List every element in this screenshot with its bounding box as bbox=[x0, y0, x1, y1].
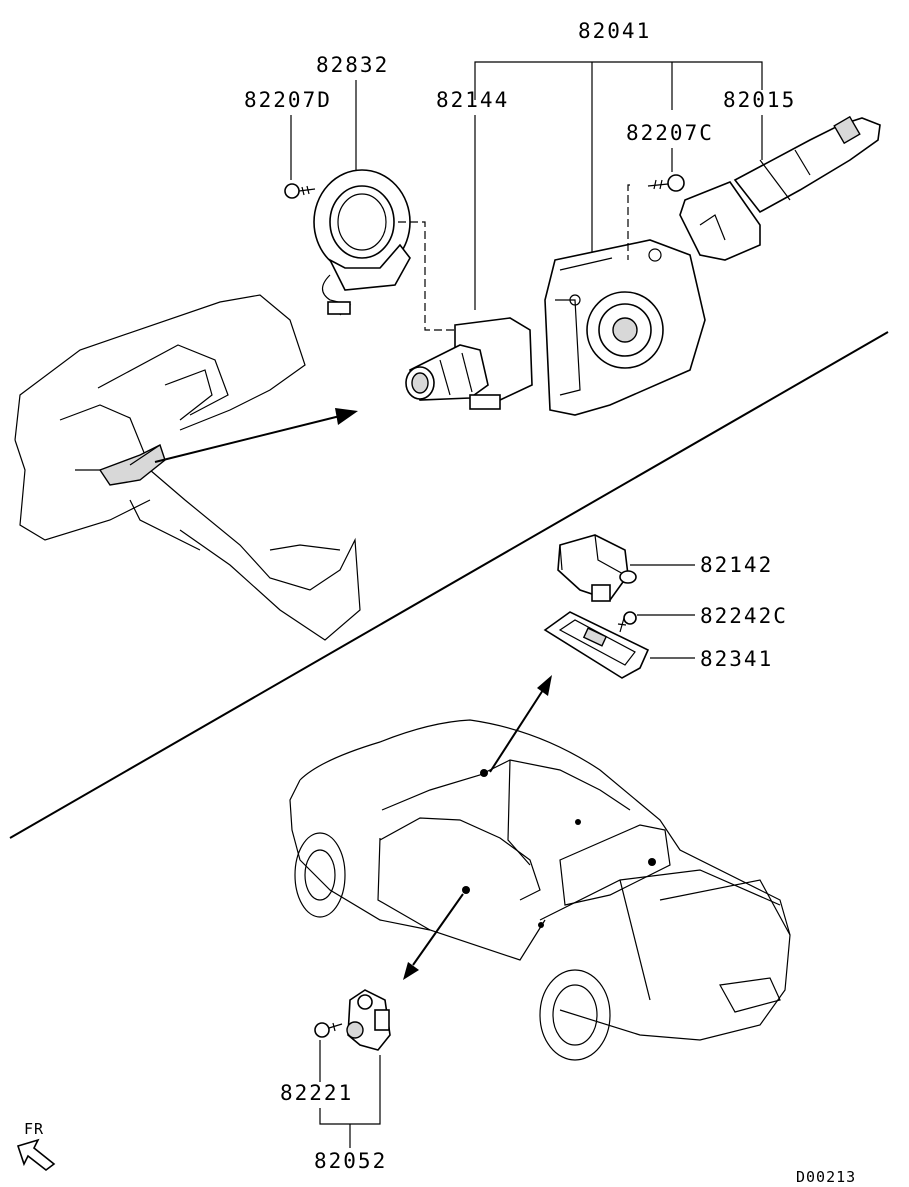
clock-spring-part bbox=[313, 169, 411, 316]
label-82142: 82142 bbox=[700, 553, 773, 577]
callout-82221: 82221 bbox=[280, 1040, 353, 1105]
screw-82242C bbox=[617, 611, 637, 633]
callout-82142: 82142 bbox=[630, 553, 773, 577]
label-82341: 82341 bbox=[700, 647, 773, 671]
pickup-truck-sketch bbox=[289, 719, 791, 1061]
lamp-lens-part bbox=[543, 611, 650, 679]
callout-82207C: 82207C bbox=[626, 121, 714, 172]
wiper-switch-part bbox=[679, 115, 881, 261]
label-82144: 82144 bbox=[436, 88, 509, 112]
front-direction-indicator: FR bbox=[16, 1120, 56, 1172]
callout-82242C: 82242C bbox=[637, 604, 788, 628]
drawing-code: D00213 bbox=[796, 1168, 856, 1186]
door-switch-arrow bbox=[403, 893, 464, 980]
dashboard-arrow bbox=[154, 408, 358, 463]
callout-82015: 82015 bbox=[723, 88, 796, 160]
label-82052: 82052 bbox=[314, 1149, 387, 1173]
label-82015: 82015 bbox=[723, 88, 796, 112]
screw-82207C bbox=[647, 174, 685, 192]
lighting-switch-part bbox=[405, 317, 533, 410]
dashboard-sketch bbox=[14, 294, 361, 641]
label-82242C: 82242C bbox=[700, 604, 788, 628]
interior-lamp-part bbox=[557, 534, 637, 602]
label-82207D: 82207D bbox=[244, 88, 332, 112]
combination-switch-body bbox=[544, 239, 706, 416]
label-82832: 82832 bbox=[316, 53, 389, 77]
door-switch-part bbox=[346, 989, 391, 1051]
lamp-arrow bbox=[489, 675, 552, 773]
label-82207C: 82207C bbox=[626, 121, 714, 145]
callout-82144: 82144 bbox=[436, 88, 509, 310]
callout-82041: 82041 bbox=[474, 19, 763, 255]
callout-82207D: 82207D bbox=[244, 88, 332, 180]
callout-82052: 82052 bbox=[314, 1055, 387, 1173]
screw-82221 bbox=[314, 1022, 343, 1038]
callout-82832: 82832 bbox=[316, 53, 389, 170]
label-82221: 82221 bbox=[280, 1081, 353, 1105]
front-arrow-icon bbox=[16, 1138, 56, 1172]
screw-82207D bbox=[284, 183, 316, 199]
callout-82341: 82341 bbox=[650, 647, 773, 671]
section-divider bbox=[9, 331, 889, 839]
label-82041: 82041 bbox=[578, 19, 651, 43]
fr-label: FR bbox=[24, 1120, 44, 1138]
